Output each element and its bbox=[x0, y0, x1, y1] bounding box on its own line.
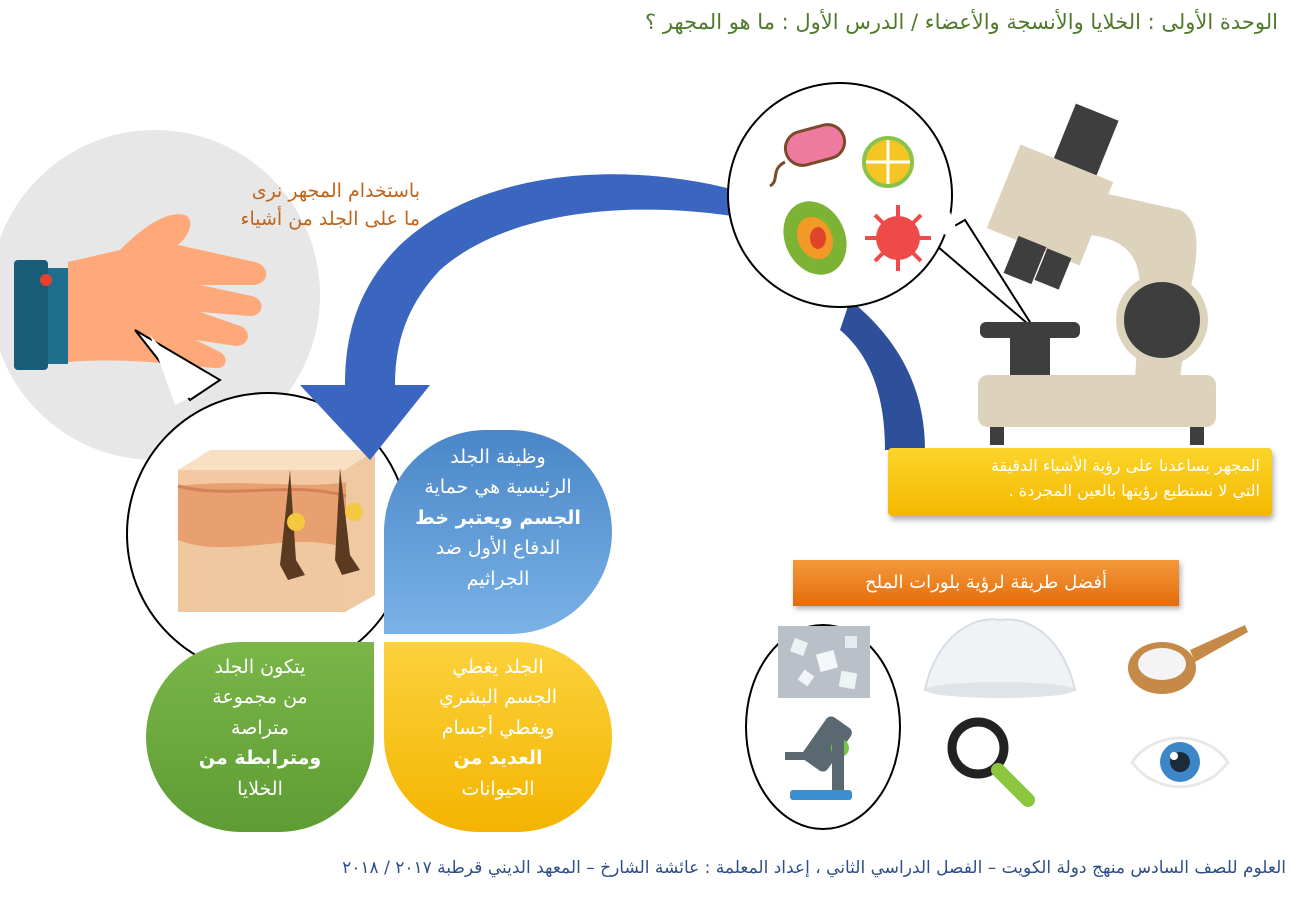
petal-line: الرئيسية هي حماية bbox=[424, 476, 572, 499]
bacteria-green-icon bbox=[783, 201, 847, 275]
hand-caption: باستخدام المجهر نرى ما على الجلد من أشيا… bbox=[150, 178, 420, 233]
salt-pile-image bbox=[923, 618, 1077, 698]
petal-line: الجراثيم bbox=[466, 567, 530, 590]
petal-line: ومترابطة من bbox=[198, 747, 322, 770]
petal-line: يتكون الجلد bbox=[214, 656, 306, 678]
small-microscope-icon bbox=[785, 716, 852, 800]
microscope-caption-line: المجهر يساعدنا على رؤية الأشياء الدقيقة bbox=[990, 456, 1260, 475]
petal-line: الجلد يغطي bbox=[452, 656, 544, 678]
microscope-caption: المجهر يساعدنا على رؤية الأشياء الدقيقة … bbox=[888, 448, 1272, 516]
virus-red-icon bbox=[865, 205, 931, 271]
petal-line: وظيفة الجلد bbox=[450, 446, 546, 468]
page-title: الوحدة الأولى : الخلايا والأنسجة والأعضا… bbox=[645, 10, 1278, 34]
magnifying-glass-icon bbox=[947, 717, 1035, 807]
curved-arrow-icon bbox=[300, 174, 925, 461]
petal-line: الجسم ويعتبر خط bbox=[415, 506, 581, 529]
petal-line: الجسم البشري bbox=[438, 686, 558, 709]
petal-line: العديد من bbox=[453, 747, 543, 770]
hand-icon bbox=[14, 214, 267, 370]
petal-line: متراصة bbox=[231, 716, 289, 739]
petal-line: الدفاع الأول ضد bbox=[435, 537, 561, 560]
skin-function-petal: وظيفة الجلد الرئيسية هي حماية الجسم ويعت… bbox=[384, 430, 612, 634]
petal-line: الخلايا bbox=[237, 777, 283, 800]
bacteria-pink-icon bbox=[769, 123, 847, 188]
salt-question-banner: أفضل طريقة لرؤية بلورات الملح bbox=[793, 560, 1179, 606]
skin-covers-petal: الجلد يغطي الجسم البشري ويغطي أجسام العد… bbox=[384, 642, 612, 832]
petal-line: الحيوانات bbox=[461, 777, 535, 800]
salt-spoon-image bbox=[1128, 625, 1248, 694]
skin-cross-section-icon bbox=[177, 450, 375, 612]
salt-crystals-image bbox=[778, 626, 870, 698]
answer-highlight-circle bbox=[745, 624, 901, 830]
germs-zoom-circle bbox=[727, 82, 953, 308]
petal-line: من مجموعة bbox=[212, 686, 308, 709]
skin-composition-petal: يتكون الجلد من مجموعة متراصة ومترابطة من… bbox=[146, 642, 374, 832]
fruit-virus-icon bbox=[862, 136, 914, 188]
hand-caption-line: ما على الجلد من أشياء bbox=[240, 207, 420, 230]
footer-credits: العلوم للصف السادس منهج دولة الكويت – ال… bbox=[342, 858, 1286, 878]
hand-caption-line: باستخدام المجهر نرى bbox=[251, 180, 420, 202]
microscope-icon bbox=[978, 103, 1216, 445]
microscope-caption-line: التي لا نستطيع رؤيتها بالعين المجردة . bbox=[1008, 480, 1260, 500]
eye-icon bbox=[1130, 736, 1230, 789]
petal-line: ويغطي أجسام bbox=[441, 716, 555, 739]
